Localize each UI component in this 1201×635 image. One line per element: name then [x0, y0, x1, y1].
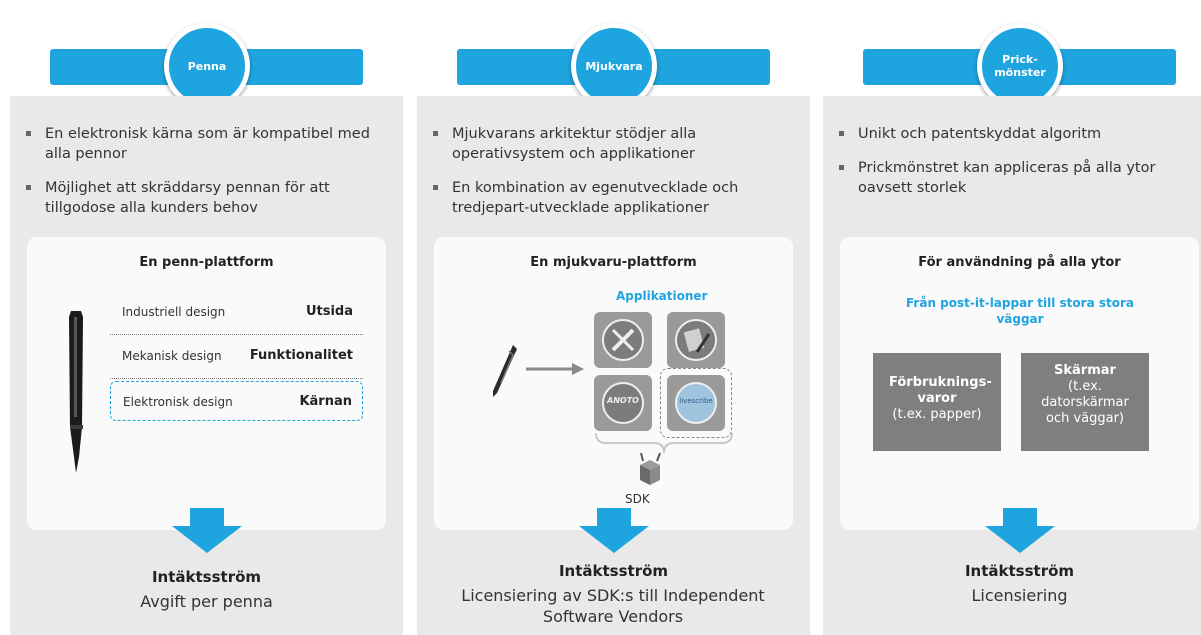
- row-value: Kärnan: [299, 394, 352, 409]
- apps-label: Applikationer: [616, 289, 708, 303]
- row-value: Funktionalitet: [249, 348, 353, 363]
- livescribe-logo: livescribe: [679, 397, 713, 405]
- badge-prickmonster: Prick-mönster: [977, 23, 1063, 109]
- revenue-text: Licensiering av SDK:s till Independent S…: [461, 586, 765, 626]
- box-subtitle: (t.ex. papper): [892, 407, 982, 422]
- tools-icon: [602, 319, 644, 361]
- row-value: Utsida: [305, 304, 353, 319]
- design-row-electronic: Elektronisk design Kärnan: [110, 381, 363, 421]
- app-tile-tools: [594, 312, 652, 368]
- revenue-text: Avgift per penna: [140, 592, 273, 611]
- bullet-item: Möjlighet att skräddarsy pennan för att …: [26, 178, 376, 218]
- surface-box-consumables: Förbruknings-varor (t.ex. papper): [873, 353, 1001, 451]
- bullet-item: En elektronisk kärna som är kompatibel m…: [26, 124, 376, 164]
- bullet-item: En kombination av egenutvecklade och tre…: [433, 178, 783, 218]
- notepad-icon: [675, 319, 717, 361]
- revenue-title: Intäktsström: [151, 568, 262, 586]
- bullet-item: Prickmönstret kan appliceras på alla yto…: [839, 158, 1189, 198]
- pen-icon: [69, 311, 83, 473]
- app-tile-notes: [667, 312, 725, 368]
- platform-card: En mjukvaru-plattform Applikationer: [434, 237, 793, 530]
- app-tile-livescribe: livescribe: [660, 368, 732, 438]
- arrow-right-icon: [526, 363, 584, 375]
- surface-box-screens: Skärmar (t.ex. datorskärmar och väggar): [1021, 353, 1149, 451]
- badge-penna: Penna: [164, 23, 250, 109]
- arrow-down-icon: [172, 508, 242, 553]
- box-subtitle: (t.ex. datorskärmar och väggar): [1041, 379, 1129, 426]
- revenue-text: Licensiering: [971, 586, 1068, 605]
- row-label: Mekanisk design: [122, 349, 222, 363]
- design-row-mechanical: Mekanisk design Funktionalitet: [110, 336, 363, 379]
- revenue-title: Intäktsström: [558, 562, 669, 580]
- badge-mjukvara: Mjukvara: [571, 23, 657, 109]
- column-mjukvara: Mjukvara Mjukvarans arkitektur stödjer a…: [417, 0, 810, 635]
- card-subtitle: Från post-it-lappar till stora stora väg…: [906, 296, 1134, 326]
- sdk-toolbox-icon: [640, 452, 661, 485]
- box-title: Skärmar: [1054, 363, 1116, 378]
- sdk-label: SDK: [625, 492, 650, 506]
- design-row-industrial: Industriell design Utsida: [110, 292, 363, 335]
- arrow-down-icon: [985, 508, 1055, 553]
- bullet-item: Unikt och patentskyddat algoritm: [839, 124, 1189, 144]
- bullet-list: En elektronisk kärna som är kompatibel m…: [26, 124, 376, 232]
- anoto-logo: ANOTO: [607, 396, 639, 405]
- platform-card: För användning på alla ytor Från post-it…: [840, 237, 1199, 530]
- row-label: Elektronisk design: [123, 395, 233, 409]
- revenue-section: Intäktsström Avgift per penna: [10, 568, 403, 612]
- box-title: Förbruknings-varor: [889, 375, 992, 406]
- app-tile-anoto: ANOTO: [594, 375, 652, 431]
- revenue-section: Intäktsström Licensiering: [823, 562, 1201, 606]
- card-title: En penn-plattform: [139, 255, 274, 270]
- bullet-list: Mjukvarans arkitektur stödjer alla opera…: [433, 124, 783, 232]
- revenue-title: Intäktsström: [964, 562, 1075, 580]
- revenue-section: Intäktsström Licensiering av SDK:s till …: [417, 562, 810, 627]
- pen-icon: [493, 345, 517, 397]
- bracket: [595, 433, 733, 454]
- card-title: För användning på alla ytor: [918, 255, 1121, 270]
- arrow-down-icon: [579, 508, 649, 553]
- column-penna: Penna En elektronisk kärna som är kompat…: [10, 0, 403, 635]
- bullet-list: Unikt och patentskyddat algoritm Prickmö…: [839, 124, 1189, 212]
- bullet-item: Mjukvarans arkitektur stödjer alla opera…: [433, 124, 783, 164]
- platform-card: En penn-plattform Industriell design Uts…: [27, 237, 386, 530]
- row-label: Industriell design: [122, 305, 226, 319]
- column-prickmonster: Prick-mönster Unikt och patentskyddat al…: [823, 0, 1201, 635]
- card-title: En mjukvaru-plattform: [530, 255, 697, 270]
